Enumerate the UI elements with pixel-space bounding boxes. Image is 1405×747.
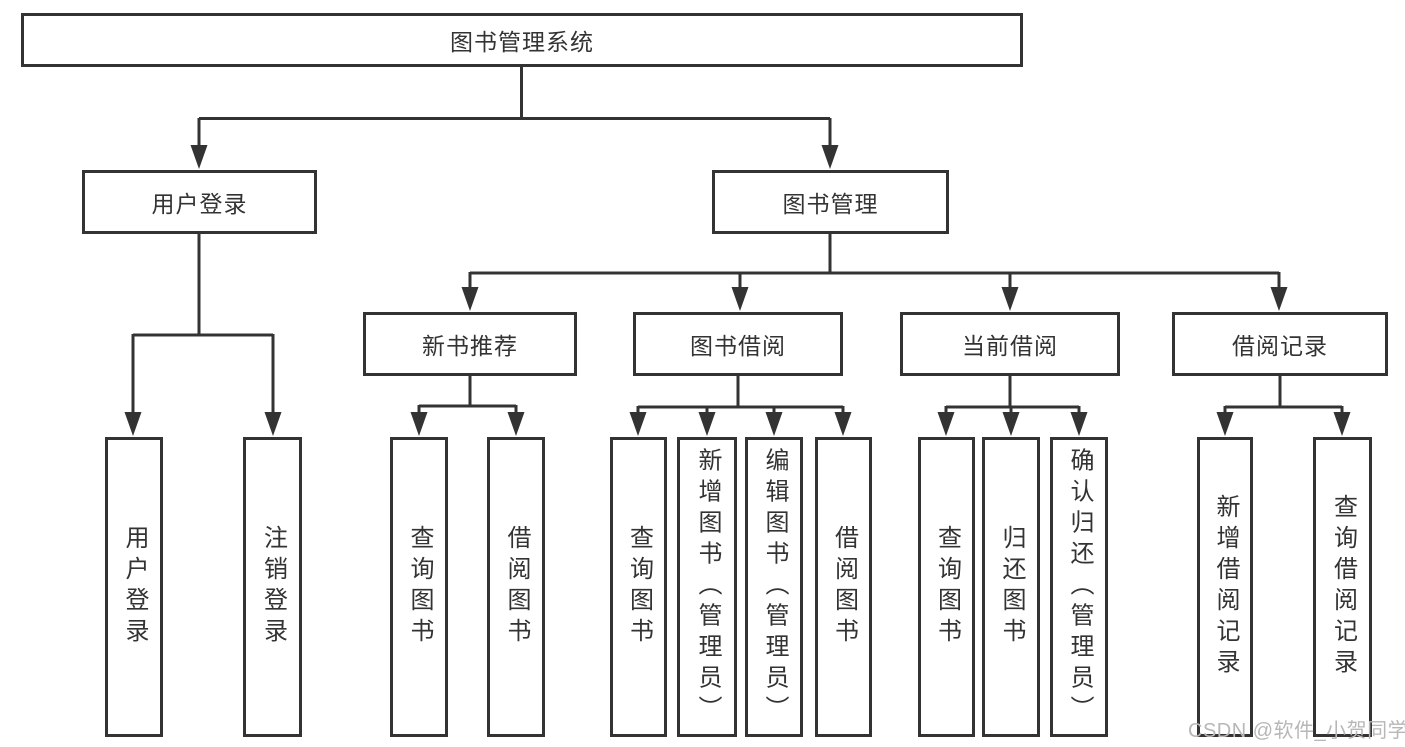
leaf-query-borrow-record: 查询借阅记录 bbox=[1313, 437, 1372, 737]
connector-newbook-branch bbox=[417, 375, 518, 418]
connector-userlogin-branch bbox=[131, 233, 275, 418]
leaf-borrow-books-borrow-label: 借阅图书 bbox=[830, 525, 858, 649]
leaf-borrow-books-borrow: 借阅图书 bbox=[815, 437, 872, 737]
node-new-book-recommend: 新书推荐 bbox=[363, 312, 577, 376]
leaf-add-borrow-record-label: 新增借阅记录 bbox=[1212, 494, 1239, 680]
leaf-return-books: 归还图书 bbox=[982, 437, 1040, 737]
leaf-logout-label: 注销登录 bbox=[259, 525, 287, 649]
leaf-edit-book-admin: 编辑图书（管理员） bbox=[745, 437, 803, 737]
arrowheads bbox=[124, 145, 1351, 436]
leaf-user-login-label: 用户登录 bbox=[121, 525, 148, 649]
leaf-borrow-books-recommend-label: 借阅图书 bbox=[503, 525, 530, 649]
node-book-borrow: 图书借阅 bbox=[633, 312, 843, 376]
leaf-edit-book-admin-label: 编辑图书（管理员） bbox=[761, 447, 788, 727]
leaf-query-books-recommend: 查询图书 bbox=[390, 437, 448, 737]
leaf-add-borrow-record: 新增借阅记录 bbox=[1197, 437, 1253, 737]
node-user-login: 用户登录 bbox=[82, 170, 317, 234]
leaf-query-books-borrow-label: 查询图书 bbox=[625, 525, 653, 649]
connector-root-branch bbox=[197, 66, 832, 150]
leaf-return-books-label: 归还图书 bbox=[998, 525, 1025, 649]
leaf-query-books-borrow: 查询图书 bbox=[610, 437, 667, 737]
connector-currentborrow-branch bbox=[944, 374, 1081, 418]
leaf-query-books-current-label: 查询图书 bbox=[933, 525, 961, 649]
leaf-confirm-return-admin: 确认归还（管理员） bbox=[1050, 437, 1108, 737]
connector-records-branch bbox=[1223, 375, 1344, 418]
leaf-add-book-admin-label: 新增图书（管理员） bbox=[694, 447, 721, 727]
node-book-management: 图书管理 bbox=[712, 170, 949, 234]
leaf-logout: 注销登录 bbox=[243, 437, 302, 737]
node-current-borrow: 当前借阅 bbox=[900, 312, 1120, 376]
connector-bookborrow-branch bbox=[636, 375, 845, 418]
leaf-query-books-recommend-label: 查询图书 bbox=[406, 525, 433, 649]
connector-bookmgmt-branch bbox=[468, 233, 1281, 292]
leaf-confirm-return-admin-label: 确认归还（管理员） bbox=[1066, 447, 1093, 727]
leaf-query-books-current: 查询图书 bbox=[918, 437, 975, 737]
node-library-system: 图书管理系统 bbox=[21, 13, 1023, 67]
leaf-add-book-admin: 新增图书（管理员） bbox=[677, 437, 737, 737]
leaf-user-login: 用户登录 bbox=[105, 437, 163, 737]
leaf-query-borrow-record-label: 查询借阅记录 bbox=[1329, 494, 1357, 680]
node-borrow-records: 借阅记录 bbox=[1172, 312, 1388, 376]
csdn-watermark: CSDN @软件_小贺同学 bbox=[1188, 720, 1405, 742]
leaf-borrow-books-recommend: 借阅图书 bbox=[487, 437, 545, 737]
